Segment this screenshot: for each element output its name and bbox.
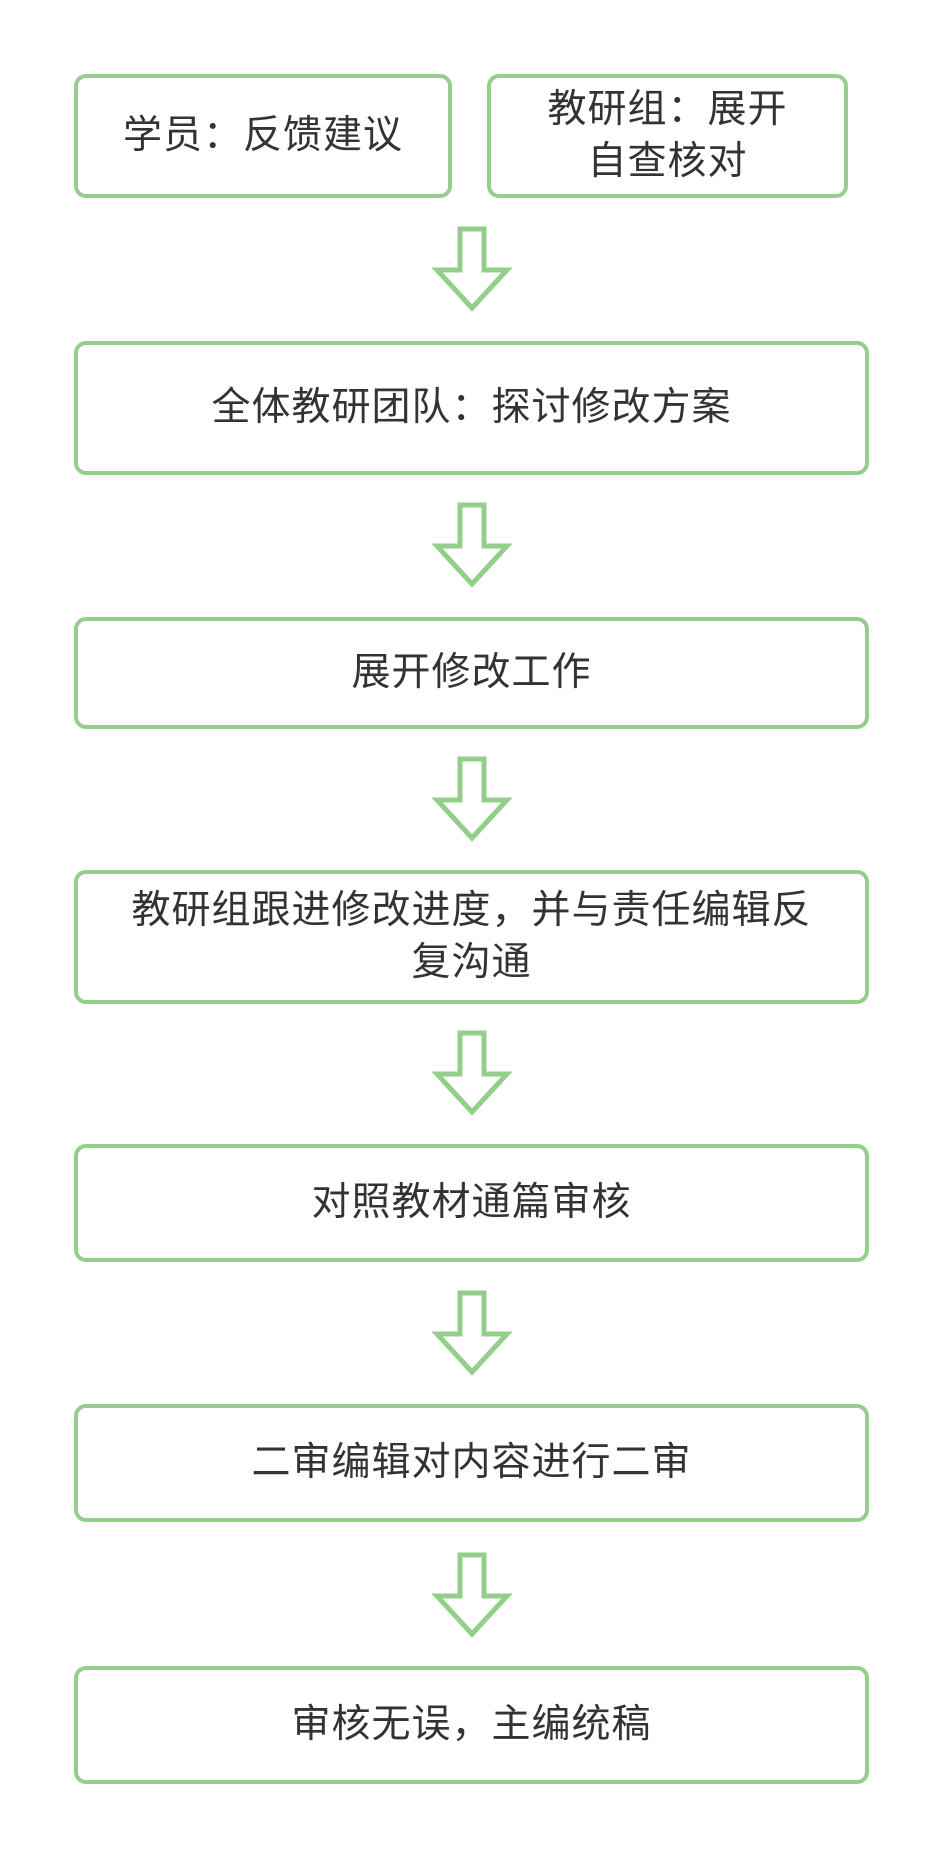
step-second-review-label: 二审编辑对内容进行二审: [251, 1440, 692, 1485]
down-arrow-icon: [432, 502, 512, 588]
step-final-box: 审核无误，主编统稿: [74, 1666, 869, 1784]
flow-arrow-4: [432, 1030, 512, 1116]
step-revise-label: 展开修改工作: [351, 650, 592, 695]
flow-arrow-2: [432, 502, 512, 588]
down-arrow-icon: [432, 1552, 512, 1638]
step-final-label: 审核无误，主编统稿: [291, 1702, 652, 1747]
step-follow-up-label: 教研组跟进修改进度，并与责任编辑反复沟通: [131, 888, 812, 985]
flow-arrow-1: [432, 226, 512, 312]
down-arrow-icon: [432, 756, 512, 842]
step-discuss-label: 全体教研团队：探讨修改方案: [211, 385, 732, 430]
flow-arrow-5: [432, 1290, 512, 1376]
step-revise-box: 展开修改工作: [74, 617, 869, 729]
step-feedback-label: 学员：反馈建议: [122, 113, 403, 158]
down-arrow-icon: [432, 1290, 512, 1376]
step-review-label: 对照教材通篇审核: [311, 1180, 632, 1225]
step-follow-up-box: 教研组跟进修改进度，并与责任编辑反复沟通: [74, 870, 869, 1004]
step-review-box: 对照教材通篇审核: [74, 1144, 869, 1262]
down-arrow-icon: [432, 1030, 512, 1116]
down-arrow-icon: [432, 226, 512, 312]
step-self-check-box: 教研组：展开自查核对: [487, 74, 848, 198]
flow-arrow-6: [432, 1552, 512, 1638]
step-discuss-box: 全体教研团队：探讨修改方案: [74, 341, 869, 475]
step-feedback-box: 学员：反馈建议: [74, 74, 452, 198]
step-second-review-box: 二审编辑对内容进行二审: [74, 1404, 869, 1522]
flow-arrow-3: [432, 756, 512, 842]
step-self-check-label: 教研组：展开自查核对: [547, 87, 788, 184]
